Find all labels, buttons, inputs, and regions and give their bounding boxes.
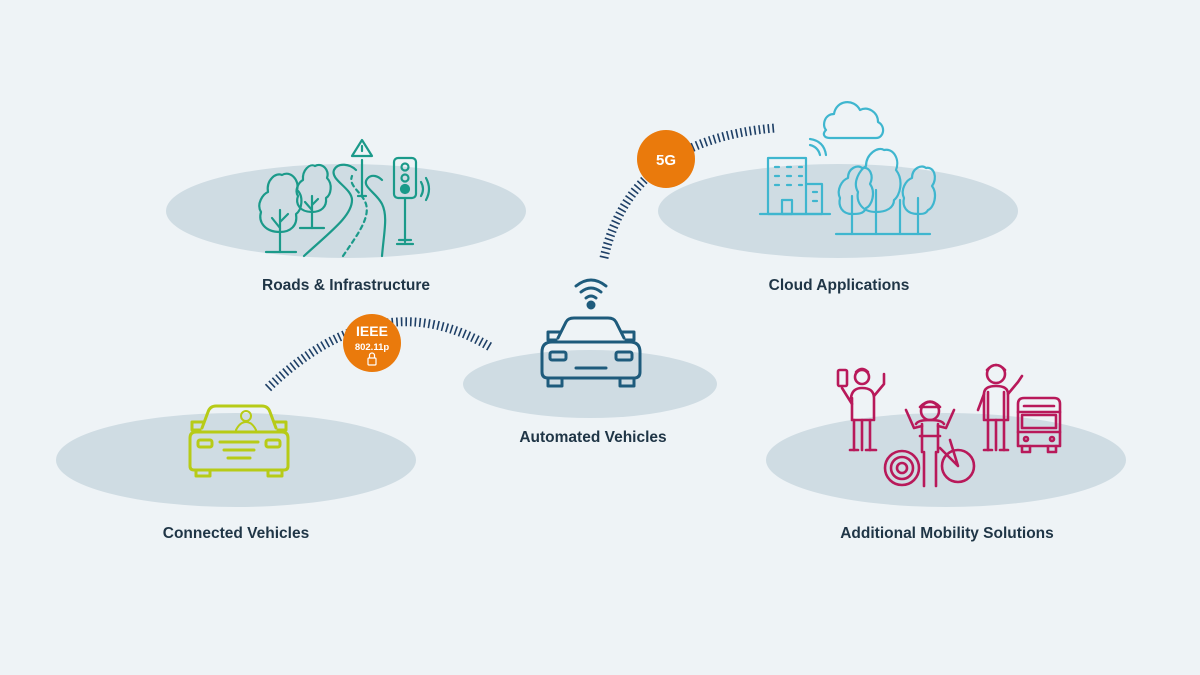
- bus-icon: [1016, 396, 1062, 448]
- automated-vehicles-label: Automated Vehicles: [519, 429, 667, 446]
- mobility-ground: [766, 413, 1126, 507]
- lock-icon: [367, 352, 377, 366]
- connected-ground: [56, 413, 416, 507]
- connected-vehicles-label: Connected Vehicles: [162, 525, 310, 542]
- cloud-applications-icon: [758, 101, 937, 236]
- additional-mobility-label: Additional Mobility Solutions: [840, 525, 1054, 542]
- cloud-icon: [822, 101, 885, 140]
- wifi-icon: [574, 278, 608, 300]
- automated-vehicle-icon: [540, 278, 642, 388]
- ieee-badge-line1: IEEE: [356, 323, 388, 339]
- cloud-applications-label: Cloud Applications: [768, 277, 910, 294]
- ieee-badge: IEEE 802.11p: [343, 314, 401, 372]
- roads-ground: [166, 164, 526, 258]
- roads-infrastructure-label: Roads & Infrastructure: [262, 277, 430, 294]
- 5g-badge-label: 5G: [656, 152, 676, 169]
- automated-ground: [463, 350, 717, 418]
- cloud-ground: [658, 164, 1018, 258]
- mobility-solutions-icon: [836, 363, 1062, 488]
- ieee-badge-line2: 802.11p: [355, 342, 390, 353]
- connected-vehicle-icon: [188, 404, 290, 478]
- roads-infrastructure-icon: [258, 138, 431, 258]
- phone-icon: [836, 368, 849, 388]
- cellular-arc: [599, 123, 776, 259]
- 5g-badge: 5G: [637, 130, 695, 188]
- dsrc-arc: [264, 317, 495, 392]
